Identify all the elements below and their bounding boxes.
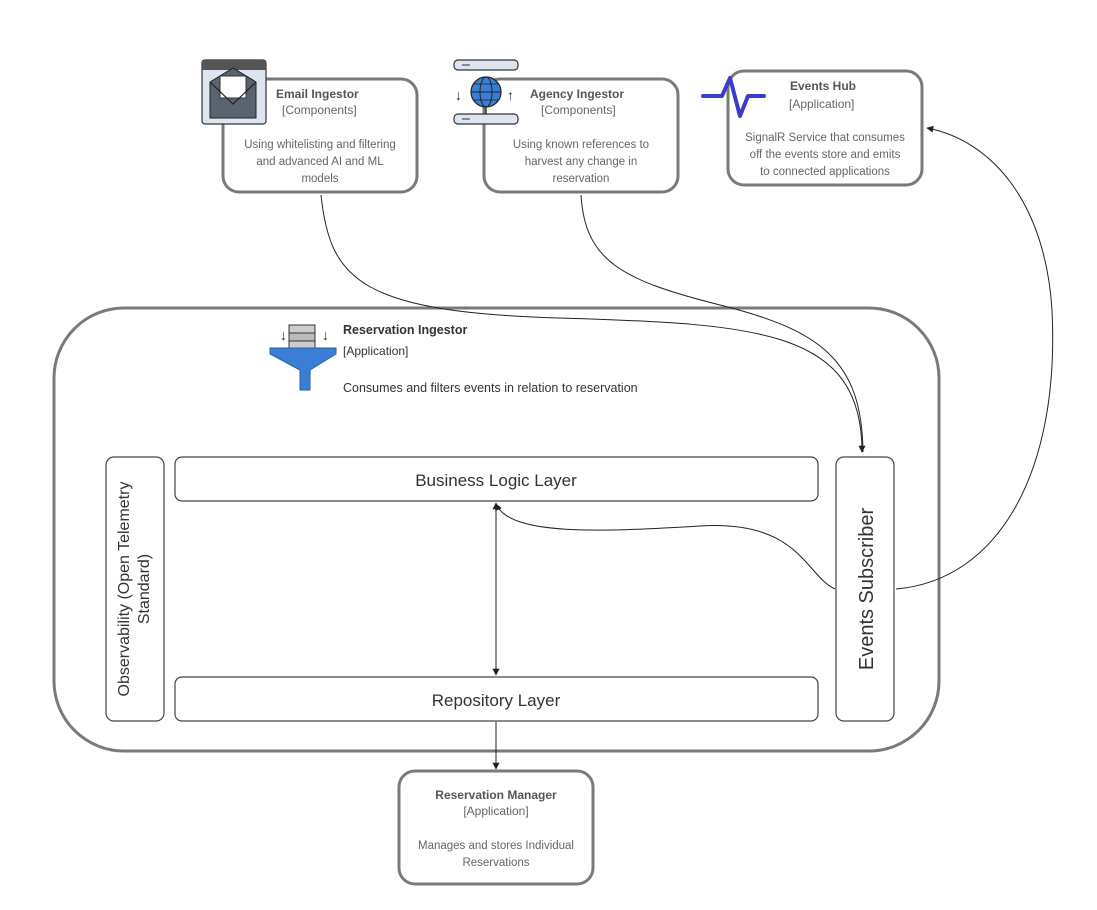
reservation-manager-card xyxy=(397,769,595,886)
email-ingestor-title: Email Ingestor xyxy=(276,87,359,101)
events-subscriber-label: Events Subscriber xyxy=(856,508,878,671)
svg-text:↓: ↓ xyxy=(455,87,462,103)
events-hub-desc-2: off the events store and emits xyxy=(750,149,901,161)
mail-envelope-icon xyxy=(201,59,267,125)
agency-ingestor-desc-1: Using known references to xyxy=(513,139,649,151)
reservation-manager-desc-2: Reservations xyxy=(462,857,529,869)
reservation-manager-title: Reservation Manager xyxy=(435,788,557,802)
funnel-server-icon: ↓ ↓ xyxy=(269,324,337,391)
events-hub-desc-1: SignalR Service that consumes xyxy=(745,132,905,144)
agency-ingestor-title: Agency Ingestor xyxy=(530,87,624,101)
repository-layer-label: Repository Layer xyxy=(432,691,561,710)
agency-ingestor-type: [Components] xyxy=(541,103,616,117)
reservation-manager-desc-1: Manages and stores Individual xyxy=(418,840,574,852)
pulse-wave-icon xyxy=(701,76,766,118)
events-hub-title: Events Hub xyxy=(790,79,856,93)
agency-ingestor-card xyxy=(482,77,680,194)
reservation-ingestor-desc: Consumes and filters events in relation … xyxy=(343,381,638,395)
email-ingestor-type: [Components] xyxy=(282,103,357,117)
agency-to-subscriber-connector xyxy=(580,194,864,453)
events-hub-type: [Application] xyxy=(789,97,854,111)
events-hub-card xyxy=(726,69,924,187)
agency-ingestor-desc-3: reservation xyxy=(553,173,610,185)
svg-text:↓: ↓ xyxy=(280,327,287,343)
observability-label-line1: Observability (Open Telemetry xyxy=(116,482,133,697)
email-to-subscriber-connector xyxy=(320,194,866,453)
email-ingestor-desc-2: and advanced AI and ML xyxy=(256,156,384,168)
agency-ingestor-desc-2: harvest any change in xyxy=(525,156,638,168)
svg-text:↑: ↑ xyxy=(507,87,514,103)
events-subscriber-box xyxy=(835,456,895,722)
observability-label-line2: Standard) xyxy=(136,554,153,624)
svg-text:↓: ↓ xyxy=(322,327,329,343)
globe-network-icon: ↓ ↑ xyxy=(453,59,519,125)
reservation-ingestor-type: [Application] xyxy=(343,344,408,358)
subscriber-to-events-hub-connector xyxy=(895,125,1054,590)
business-logic-layer-box xyxy=(174,456,819,502)
email-ingestor-desc-1: Using whitelisting and filtering xyxy=(244,139,396,151)
subscriber-to-business-connector xyxy=(495,503,836,590)
email-ingestor-desc-3: models xyxy=(301,173,338,185)
reservation-manager-type: [Application] xyxy=(463,804,528,818)
reservation-ingestor-title: Reservation Ingestor xyxy=(343,323,467,337)
email-ingestor-card xyxy=(221,77,419,194)
business-logic-layer-label: Business Logic Layer xyxy=(415,471,577,490)
repository-layer-box xyxy=(174,676,819,722)
observability-box xyxy=(105,456,165,722)
events-hub-desc-3: to connected applications xyxy=(760,166,890,178)
